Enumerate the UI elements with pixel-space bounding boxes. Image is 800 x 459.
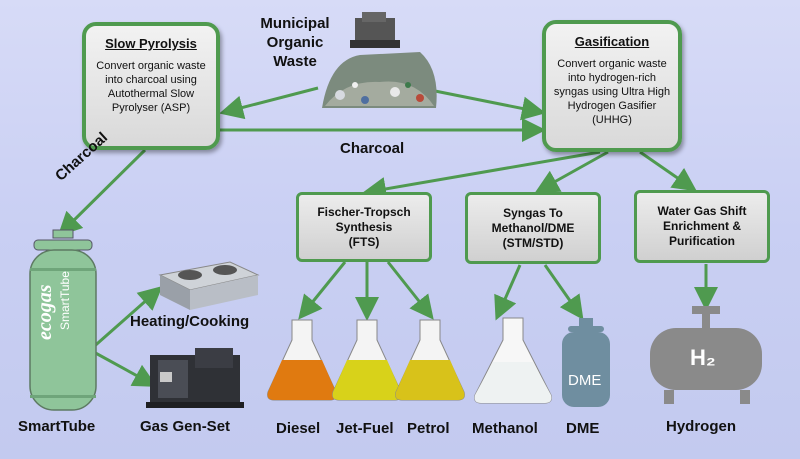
arrow-waste-to-gasification	[419, 86, 546, 121]
flask-petrol	[395, 319, 465, 401]
municipal-waste-label: Municipal Organic Waste	[260, 15, 330, 70]
petrol-label: Petrol	[407, 420, 450, 437]
arrow-pyrolysis-to-smarttube	[57, 148, 147, 237]
smarttube-label: SmartTube	[18, 418, 96, 435]
slow-pyrolysis-desc: Convert organic waste into charcoal usin…	[96, 60, 206, 114]
slow-pyrolysis-box: Slow Pyrolysis Convert organic waste int…	[82, 22, 220, 150]
arrow-fts-to-diesel	[298, 261, 347, 320]
stove-image	[158, 261, 260, 310]
ecogas-brand-text: ecogas	[34, 284, 56, 340]
arrow-smarttube-to-heating	[89, 286, 163, 352]
smarttube-sub-text: SmartTube	[58, 271, 72, 330]
gasification-title: Gasification	[574, 34, 650, 49]
smarttube-cylinder	[29, 229, 97, 411]
arrow-stm-to-methanol	[494, 264, 522, 321]
genset-image	[146, 348, 244, 408]
flask-diesel	[267, 319, 337, 401]
h2-symbol: H₂	[690, 345, 716, 370]
gasification-desc: Convert organic waste into hydrogen-rich…	[553, 58, 671, 126]
process-wgs-box: Water Gas Shift Enrichment & Purificatio…	[634, 190, 770, 263]
dme-tank	[562, 318, 610, 407]
arrow-gasification-to-fts	[362, 150, 601, 201]
flask-jetfuel	[332, 319, 402, 401]
dme-label: DME	[566, 420, 600, 437]
flask-methanol	[474, 317, 552, 404]
arrow-smarttube-to-genset	[89, 348, 158, 387]
process-fts-box: Fischer-Tropsch Synthesis (FTS)	[296, 192, 432, 262]
slow-pyrolysis-title: Slow Pyrolysis	[105, 36, 197, 51]
diesel-label: Diesel	[276, 420, 321, 437]
hydrogen-tank	[650, 306, 762, 404]
gas-genset-label: Gas Gen-Set	[140, 418, 231, 435]
hydrogen-label: Hydrogen	[666, 418, 737, 435]
waste-pile-image	[322, 12, 437, 108]
methanol-label: Methanol	[472, 420, 538, 437]
arrow-waste-to-pyrolysis	[219, 86, 319, 120]
arrow-gasification-to-stm	[534, 150, 609, 193]
dme-tank-text: DME	[568, 372, 602, 389]
charcoal-middle-label: Charcoal	[340, 140, 405, 157]
arrow-stm-to-dme	[543, 264, 584, 320]
process-stm-box: Syngas To Methanol/DME (STM/STD)	[465, 192, 601, 264]
arrow-gasification-to-wgs	[639, 150, 697, 192]
gasification-box: Gasification Convert organic waste into …	[542, 20, 682, 152]
arrow-fts-to-petrol	[386, 261, 434, 320]
heating-cooking-label: Heating/Cooking	[130, 313, 250, 330]
jetfuel-label: Jet-Fuel	[336, 420, 394, 437]
